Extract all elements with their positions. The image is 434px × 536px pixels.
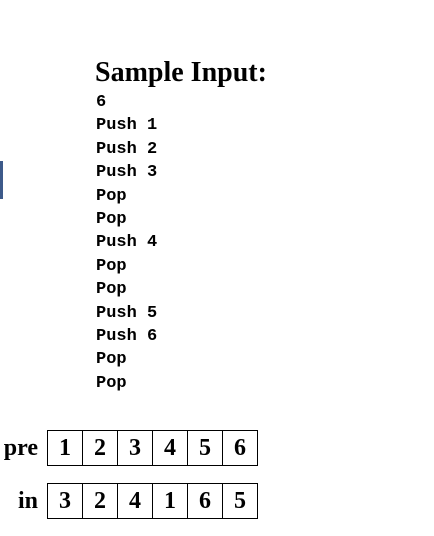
preorder-cell: 5 xyxy=(188,431,223,465)
input-line: Push 2 xyxy=(96,139,158,159)
input-line: Pop xyxy=(96,186,127,206)
sample-input-heading: Sample Input: xyxy=(95,57,267,88)
input-line: Push 5 xyxy=(96,303,158,323)
input-line: Pop xyxy=(96,256,127,276)
sample-input-lines: 6 Push 1 Push 2 Push 3 Pop Pop Push 4 Po… xyxy=(96,91,157,395)
inorder-cell: 2 xyxy=(83,484,118,518)
inorder-cell: 4 xyxy=(118,484,153,518)
input-line: Push 6 xyxy=(96,326,158,346)
input-line: Push 1 xyxy=(96,116,158,136)
preorder-cells: 1 2 3 4 5 6 xyxy=(47,430,258,466)
input-line: Pop xyxy=(96,280,127,300)
preorder-cell: 1 xyxy=(48,431,83,465)
inorder-cell: 3 xyxy=(48,484,83,518)
inorder-cells: 3 2 4 1 6 5 xyxy=(47,483,258,519)
input-line: Push 4 xyxy=(96,233,158,253)
input-line: Pop xyxy=(96,373,127,393)
inorder-cell: 1 xyxy=(153,484,188,518)
input-line: Push 3 xyxy=(96,163,158,183)
inorder-cell: 5 xyxy=(234,488,246,514)
input-line: 6 xyxy=(96,93,107,112)
preorder-cell: 3 xyxy=(118,431,153,465)
left-edge-accent-bar xyxy=(0,161,3,199)
preorder-label: pre xyxy=(3,435,38,461)
preorder-cell: 4 xyxy=(153,431,188,465)
inorder-row: in 3 2 4 1 6 5 xyxy=(0,483,434,519)
preorder-cell: 2 xyxy=(83,431,118,465)
input-line: Pop xyxy=(96,209,127,229)
preorder-cell: 6 xyxy=(234,435,246,461)
preorder-row: pre 1 2 3 4 5 6 xyxy=(0,430,434,466)
input-line: Pop xyxy=(96,350,127,370)
inorder-cell: 6 xyxy=(188,484,223,518)
inorder-label: in xyxy=(17,488,38,514)
